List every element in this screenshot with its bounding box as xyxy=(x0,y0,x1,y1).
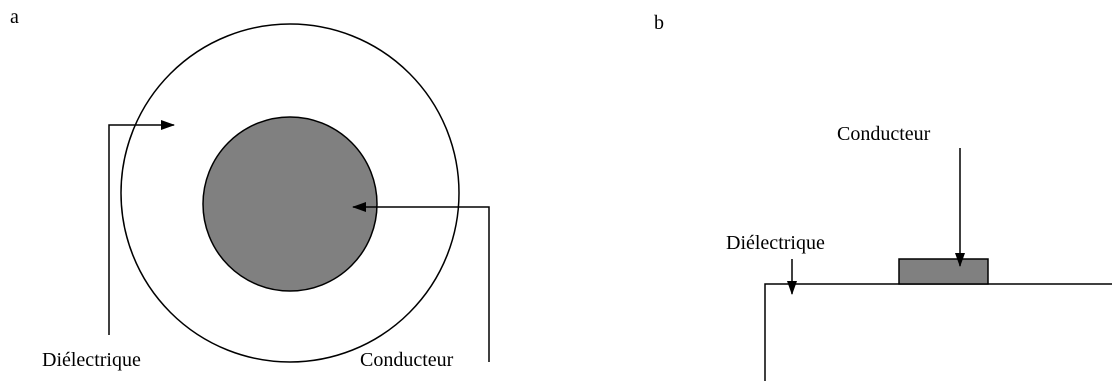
outer-dielectric-circle xyxy=(120,23,460,363)
substrate-outline xyxy=(764,283,1112,381)
dielectric-arrow-a xyxy=(108,120,175,335)
conductor-arrow-a xyxy=(352,202,490,362)
conductor-label-a: Conducteur xyxy=(360,349,454,371)
panel-b: b Conducteur Diélectrique xyxy=(654,12,1112,381)
panel-b-label: b xyxy=(654,12,664,34)
strip-conductor xyxy=(898,258,989,285)
conductor-label-b: Conducteur xyxy=(837,123,931,145)
dielectric-label-a: Diélectrique xyxy=(42,349,141,371)
panel-a-label: a xyxy=(10,6,19,28)
inner-conductor-circle xyxy=(202,116,378,292)
panel-a: a Diélectrique Conducteur xyxy=(10,6,490,371)
dielectric-label-b: Diélectrique xyxy=(726,232,825,254)
